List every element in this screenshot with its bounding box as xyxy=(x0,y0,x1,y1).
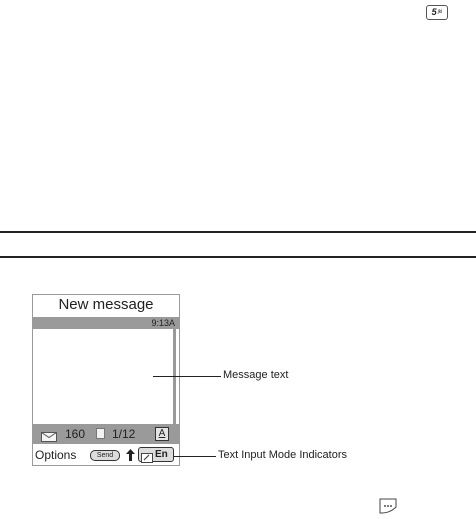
input-mode-callout-line xyxy=(174,456,216,457)
keypad-5-sublabel: jkl xyxy=(438,9,443,15)
text-mode-icon: A xyxy=(155,427,169,441)
message-text-callout: Message text xyxy=(223,369,288,381)
soft-key-bar: Options Send En xyxy=(33,445,179,465)
phone-screen-illustration: New message 9:13A 160 1/12 A Options Sen… xyxy=(32,294,180,466)
character-count: 160 xyxy=(65,427,85,441)
page-icon xyxy=(96,428,105,439)
top-rule xyxy=(0,231,476,233)
send-key-icon: Send xyxy=(90,450,120,461)
message-info-bar: 160 1/12 A xyxy=(33,424,179,444)
input-mode-callout: Text Input Mode Indicators xyxy=(218,449,347,461)
message-text-callout-line xyxy=(153,376,221,377)
status-time: 9:13A xyxy=(151,317,175,329)
shift-arrow-icon xyxy=(126,448,135,466)
page-count: 1/12 xyxy=(112,427,135,441)
screen-title: New message xyxy=(33,296,179,313)
status-bar: 9:13A xyxy=(33,317,179,329)
message-text-area xyxy=(34,329,172,424)
bottom-rule xyxy=(0,256,476,258)
keypad-5-icon: 5jkl xyxy=(426,5,448,20)
soft-key-icon xyxy=(378,498,398,519)
input-mode-label: En xyxy=(155,448,168,461)
options-soft-key: Options xyxy=(35,448,76,462)
input-mode-indicator: En xyxy=(138,447,174,462)
keypad-5-label: 5 xyxy=(432,7,437,17)
pen-icon xyxy=(141,450,153,468)
